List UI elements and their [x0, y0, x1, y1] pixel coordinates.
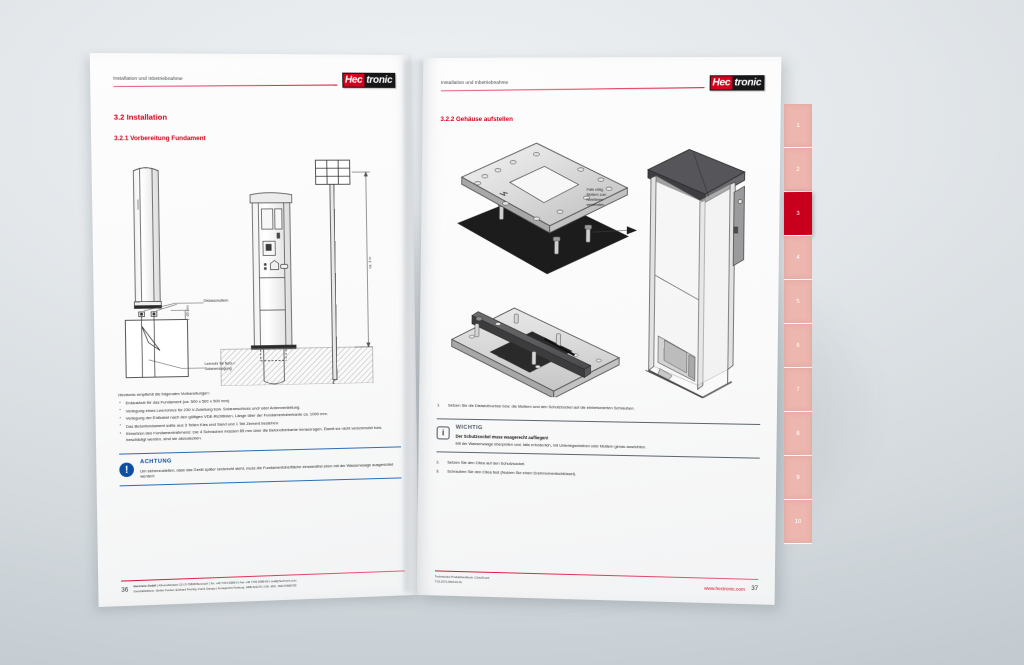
- logo-text-tronic: tronic: [732, 76, 764, 90]
- step-number: 1.: [436, 402, 441, 408]
- logo-text-hec: Hec: [710, 76, 733, 90]
- page-number: 37: [751, 585, 759, 593]
- logo-text-tronic: tronic: [364, 73, 395, 87]
- website-url: www.hectronic.com: [704, 585, 746, 592]
- label-distanzmuttern: Distanzmuttern: [203, 298, 229, 303]
- chapter-tab-10[interactable]: 10: [784, 499, 812, 545]
- subsection-title: 3.2.2 Gehäuse aufstellen: [440, 115, 513, 124]
- hectronic-logo: Hec tronic: [709, 75, 765, 91]
- achtung-notice-box: ! ACHTUNG Um sicherzustellen, dass das G…: [119, 446, 402, 487]
- header-rule: [113, 84, 338, 88]
- right-page-footer: Technisches Produkthandbuch | CiteaTouch…: [435, 570, 759, 593]
- chapter-tab-2[interactable]: 2: [784, 147, 812, 193]
- step-text: Schrauben Sie den Citea fest (Nutzen Sie…: [447, 468, 577, 476]
- subsection-title: 3.2.1 Vorbereitung Fundament: [114, 135, 206, 143]
- step-number: 3.: [436, 467, 440, 474]
- chapter-tab-3[interactable]: 3: [784, 191, 812, 237]
- info-square-icon: i: [436, 426, 450, 440]
- list-item: 1. Setzen Sie die Distanzbuchse bzw. die …: [437, 402, 760, 414]
- right-page: Installation und Inbetriebnahme Hec tron…: [416, 56, 782, 605]
- logo-text-hec: Hec: [342, 73, 365, 87]
- steps-list-after-notice: 2. Setzen Sie den Citea auf den Schutzsoc…: [436, 459, 760, 481]
- left-page-footer: 36 Hectronic GmbH | Allmendstrasse 15 | …: [121, 570, 405, 594]
- preparation-bullet-list: Erdaushub für das Fundament (ca. 500 x 5…: [118, 394, 401, 443]
- housing-drawings: [437, 127, 764, 401]
- header-rule: [440, 87, 705, 92]
- hectronic-logo: Hec tronic: [341, 72, 396, 88]
- chapter-tab-1[interactable]: 1: [784, 103, 812, 149]
- chapter-tab-6[interactable]: 6: [784, 323, 812, 369]
- dim-3m-label: ca. 3 m: [368, 257, 372, 269]
- step-text: Setzen Sie die Distanzbuchse bzw. die Mu…: [447, 402, 635, 411]
- foundation-drawings: 65 mm: [114, 150, 400, 388]
- chapter-tab-9[interactable]: 9: [784, 455, 812, 501]
- chapter-tab-5[interactable]: 5: [784, 279, 812, 325]
- label-leerrohr: Leerrohr für Netz-/ Solarversorgung: [204, 361, 235, 371]
- right-page-header: Installation und Inbetriebnahme Hec tron…: [440, 75, 765, 106]
- page-number: 36: [121, 587, 129, 594]
- notice-body: Mit der Wasserwaage überprüfen und, fall…: [455, 440, 647, 450]
- left-page: Installation und Inbetriebnahme Hec tron…: [89, 52, 420, 608]
- wichtig-notice-box: i WICHTIG Der Schutzsockel muss waagerec…: [436, 418, 761, 459]
- page-title: 3.2 Installation: [113, 112, 168, 122]
- chapter-tab-7[interactable]: 7: [784, 367, 812, 413]
- figure-group-foundation: 65 mm: [114, 150, 400, 388]
- left-page-header: Installation und Inbetriebnahme Hec tron…: [113, 72, 396, 103]
- step-number: 2.: [436, 458, 440, 465]
- steps-list-before-notice: 1. Setzen Sie die Distanzbuchse bzw. die …: [437, 402, 760, 414]
- dim-65mm-label: 65 mm: [186, 305, 190, 316]
- chapter-tab-4[interactable]: 4: [784, 235, 812, 281]
- chapter-tab-8[interactable]: 8: [784, 411, 812, 457]
- chapter-tab-index: 1 2 3 4 5 6 7 8 9 10: [784, 103, 812, 545]
- label-nivellieren-note: Falls nötig, Muttern zum Nivellieren ver…: [586, 187, 607, 208]
- step-text: Setzen Sie den Citea auf den Schutzsocke…: [447, 459, 526, 466]
- figure-group-housing: Falls nötig, Muttern zum Nivellieren ver…: [437, 127, 764, 401]
- exclamation-circle-icon: !: [119, 462, 135, 478]
